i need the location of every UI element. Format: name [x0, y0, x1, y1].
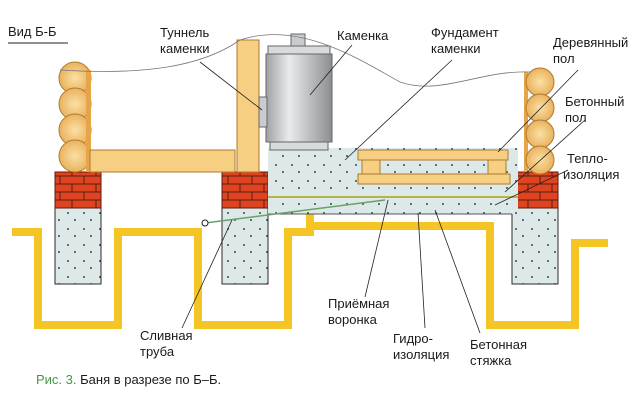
label-insulation: Тепло- изоляция [563, 151, 619, 182]
drain-pipe [204, 199, 386, 224]
label-concrete-floor: Бетонный пол [565, 94, 628, 125]
label-stove-foundation: Фундамент каменки [431, 25, 502, 56]
brick-pillar-left [54, 171, 102, 209]
wooden-floor-right [357, 149, 511, 185]
pier-footing-middle [221, 207, 269, 285]
log-wall-left [58, 61, 92, 173]
figure-caption: Рис. 3. Баня в разрезе по Б–Б. [36, 372, 221, 387]
label-screed: Бетонная стяжка [470, 337, 531, 368]
brick-pillar-right [511, 171, 559, 209]
label-stove: Каменка [337, 28, 389, 43]
leader-lines [181, 44, 586, 334]
label-wooden-floor: Деревянный пол [553, 35, 632, 66]
cut-line [59, 34, 531, 87]
label-funnel: Приёмная воронка [328, 296, 393, 327]
label-drain-pipe: Сливная труба [140, 328, 196, 359]
pier-footing-right [511, 207, 559, 285]
figure-caption-text: Баня в разрезе по Б–Б. [80, 372, 221, 387]
view-title: Вид Б-Б [8, 24, 57, 39]
trench-outline [12, 200, 608, 329]
log-wall-right [524, 67, 555, 175]
brick-pillar-middle [221, 171, 269, 209]
stove [258, 33, 333, 151]
wooden-floor-left [89, 149, 236, 173]
label-waterproofing: Гидро- изоляция [393, 331, 449, 362]
figure-number: Рис. 3. [36, 372, 80, 387]
pier-footing-left [54, 207, 102, 285]
tunnel-wall [236, 39, 260, 173]
label-tunnel: Туннель каменки [160, 25, 213, 56]
drain-pipe-end [201, 219, 209, 227]
